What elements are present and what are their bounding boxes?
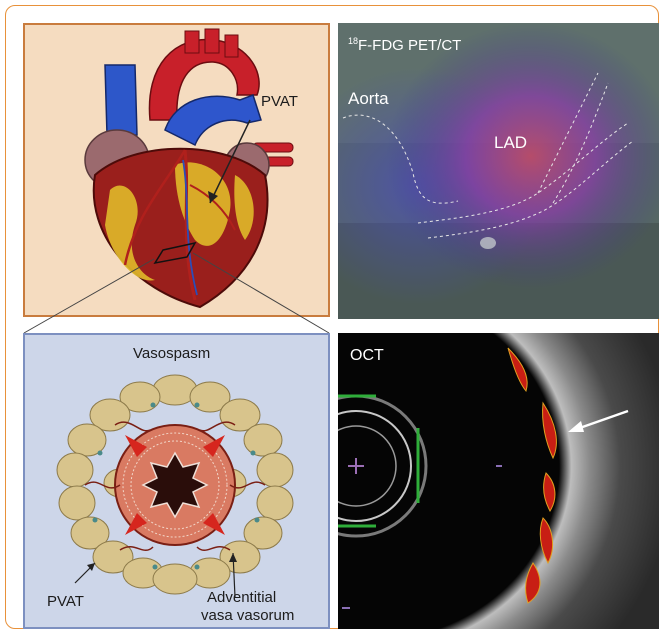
oct-image bbox=[338, 333, 659, 629]
oct-title: OCT bbox=[350, 347, 384, 365]
vasospasm-pvat-label: PVAT bbox=[47, 593, 84, 610]
adventitial-label-line2: vasa vasorum bbox=[201, 607, 294, 624]
pet-ct-title-superscript: 18 bbox=[348, 36, 358, 46]
pet-ct-image bbox=[338, 23, 659, 319]
vasospasm-illustration bbox=[25, 335, 328, 627]
oct-panel: OCT bbox=[338, 333, 659, 629]
lad-label: LAD bbox=[494, 133, 527, 153]
heart-panel: PVAT bbox=[23, 23, 330, 317]
vasospasm-panel: Vasospasm PVAT Adventitial vasa vasorum bbox=[23, 333, 330, 629]
pet-ct-panel: 18F-FDG PET/CT Aorta LAD bbox=[338, 23, 659, 319]
vasospasm-title: Vasospasm bbox=[133, 345, 210, 362]
aorta-label: Aorta bbox=[348, 89, 389, 109]
adventitial-label-line1: Adventitial bbox=[207, 589, 276, 606]
pet-ct-title-text: F-FDG PET/CT bbox=[358, 37, 461, 54]
heart-pvat-label: PVAT bbox=[261, 93, 298, 110]
heart-illustration bbox=[25, 25, 328, 315]
pet-ct-title: 18F-FDG PET/CT bbox=[348, 36, 461, 54]
